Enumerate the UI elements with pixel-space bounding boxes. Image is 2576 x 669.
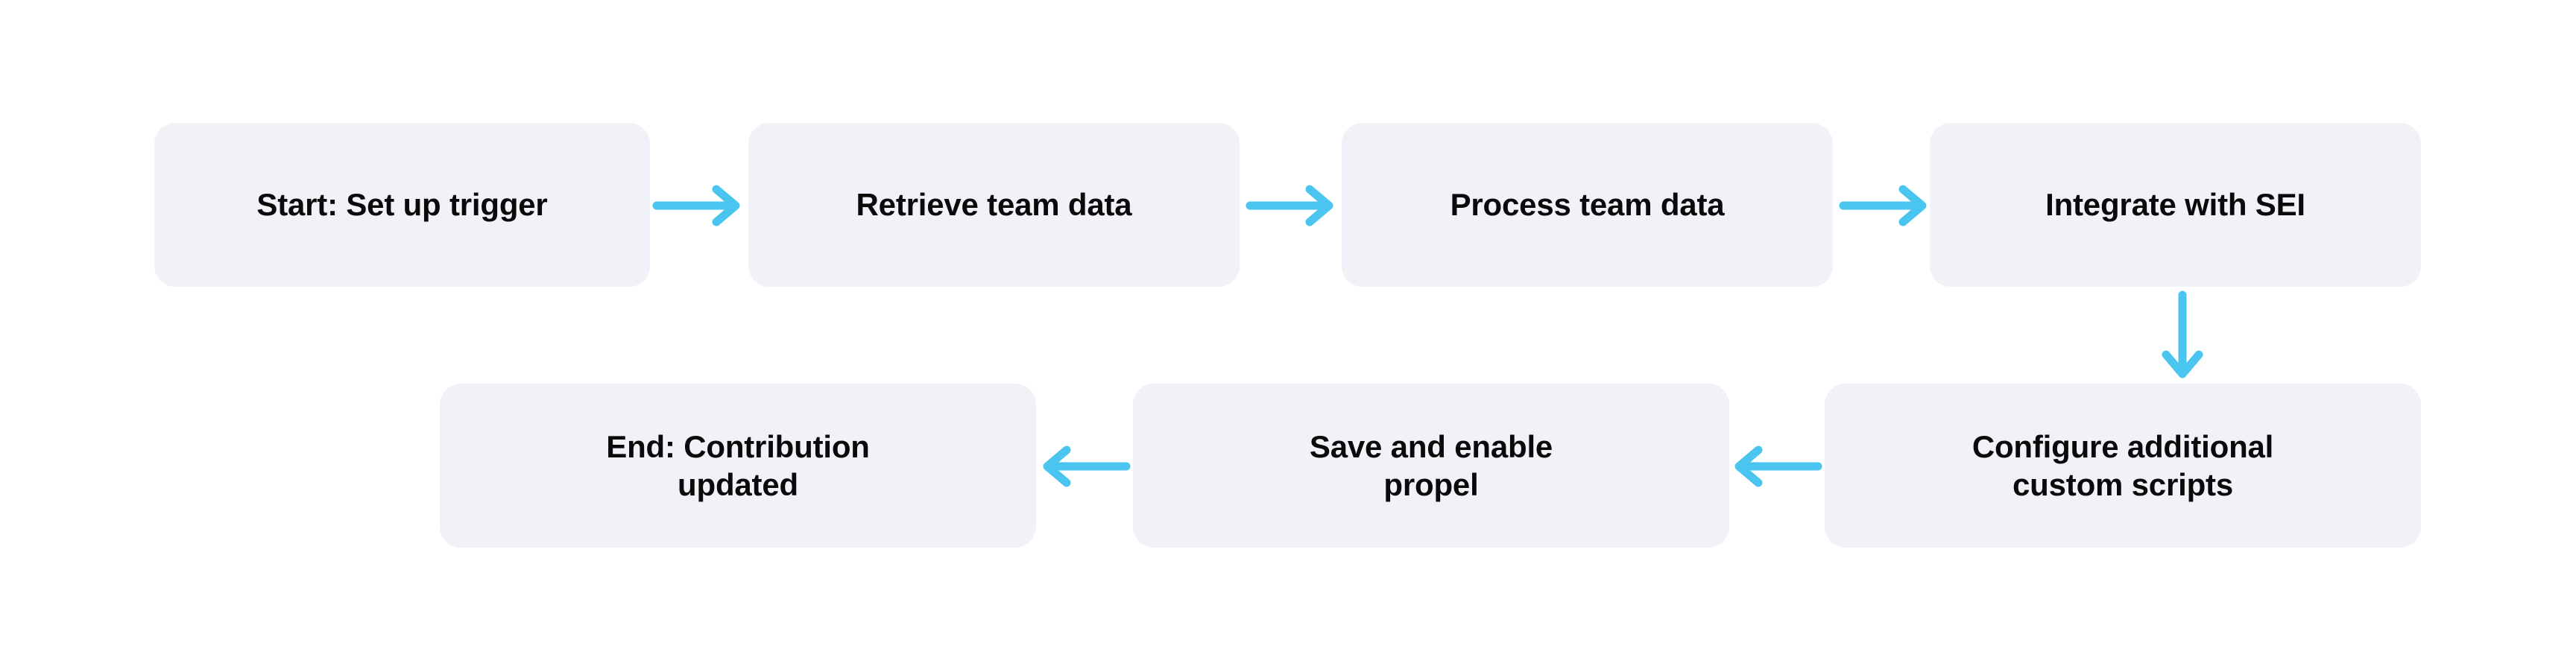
flow-node-integrate-with-sei[interactable]: Integrate with SEI <box>1930 123 2421 287</box>
flow-node-end-label: End: Contribution updated <box>606 428 870 502</box>
flow-node-retrieve-team-data[interactable]: Retrieve team data <box>748 123 1240 287</box>
flow-node-configure-additional-custom-scripts[interactable]: Configure additional custom scripts <box>1825 384 2421 548</box>
flow-node-integrate-label: Integrate with SEI <box>2045 187 2305 223</box>
flow-node-process-team-data[interactable]: Process team data <box>1342 123 1833 287</box>
arrow-down-integrate-to-configure <box>2162 291 2203 381</box>
flow-node-save-and-enable-propel[interactable]: Save and enable propel <box>1133 384 1729 548</box>
flow-node-save-label: Save and enable propel <box>1309 428 1553 502</box>
arrow-right-start-to-retrieve <box>652 185 743 226</box>
flow-node-retrieve-label: Retrieve team data <box>856 187 1132 223</box>
arrow-left-save-to-end <box>1040 446 1131 487</box>
flow-node-process-label: Process team data <box>1450 187 1725 223</box>
flow-node-end-contribution-updated[interactable]: End: Contribution updated <box>440 384 1036 548</box>
flow-node-start-label: Start: Set up trigger <box>256 187 548 223</box>
flow-node-start[interactable]: Start: Set up trigger <box>154 123 650 287</box>
flow-node-configure-label: Configure additional custom scripts <box>1972 428 2274 502</box>
arrow-right-process-to-integrate <box>1839 185 1930 226</box>
arrow-right-retrieve-to-process <box>1246 185 1336 226</box>
arrow-left-configure-to-save <box>1731 446 1822 487</box>
